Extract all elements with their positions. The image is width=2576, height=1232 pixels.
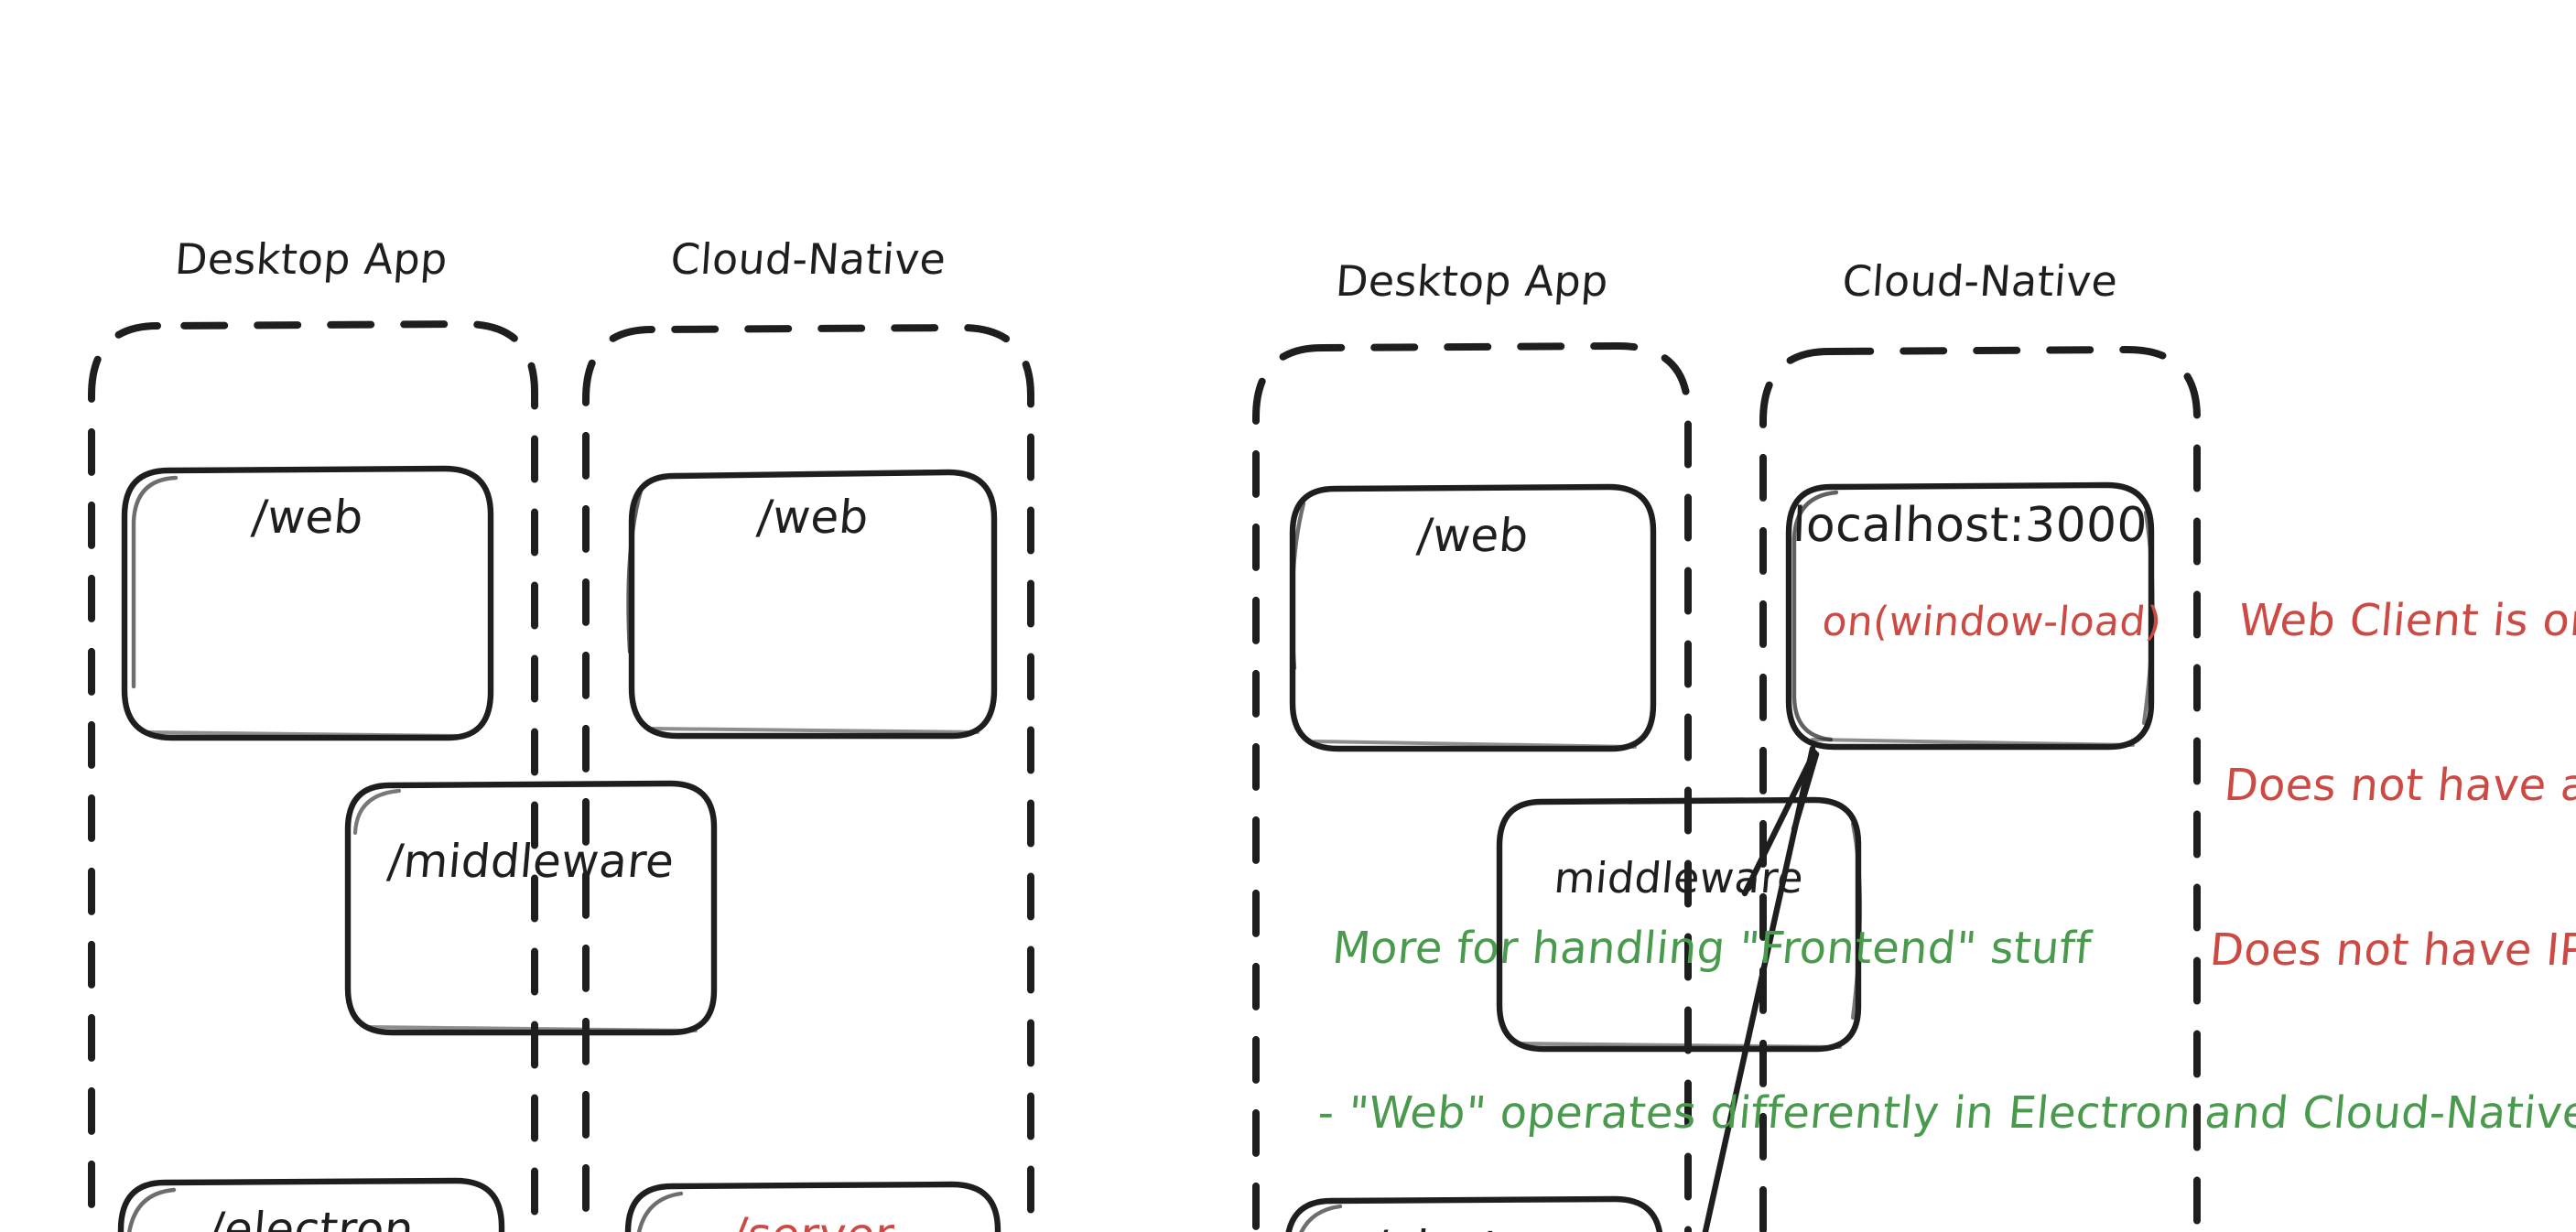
left-cloud-web-box[interactable] xyxy=(626,469,998,740)
left-cloud-native-container xyxy=(582,324,1034,1232)
right-middleware-box[interactable] xyxy=(1496,796,1863,1053)
right-desktop-web-box[interactable] xyxy=(1289,483,1657,752)
right-electron-box[interactable] xyxy=(1285,1195,1662,1232)
right-desktop-app-container xyxy=(1252,342,1692,1232)
left-server-box[interactable] xyxy=(624,1181,1001,1232)
right-localhost-box[interactable] xyxy=(1785,481,2155,751)
left-electron-box[interactable] xyxy=(117,1177,505,1232)
left-desktop-app-container xyxy=(88,320,538,1232)
left-desktop-web-box[interactable] xyxy=(121,465,494,741)
right-electron-to-localhost-arrow xyxy=(1702,745,1820,1232)
left-middleware-box[interactable] xyxy=(344,780,718,1036)
right-cloud-native-container xyxy=(1759,346,2201,1232)
